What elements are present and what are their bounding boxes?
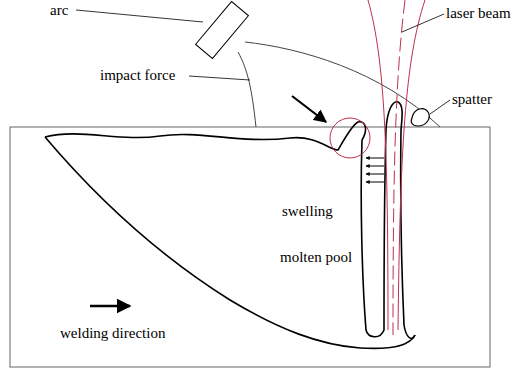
arc-plume-edge (238, 52, 256, 127)
welding-direction-label: welding direction (60, 326, 165, 341)
spatter-label: spatter (452, 92, 492, 107)
workpiece-plate (10, 127, 490, 367)
laser-beam-axis (393, 0, 405, 335)
laser-beam-edge (398, 0, 425, 330)
molten-pool-surface (45, 122, 365, 150)
laser-beam-edge (368, 0, 388, 330)
laser-beam-label: laser beam (446, 6, 511, 21)
impact-force-arrow (292, 96, 326, 122)
molten-pool-label: molten pool (280, 250, 352, 265)
swelling-marker (330, 118, 370, 158)
pressure-arrows (366, 158, 384, 182)
welding-direction-arrow (90, 305, 130, 308)
swelling-label: swelling (282, 204, 333, 219)
molten-pool-bottom (45, 137, 415, 348)
leader-lines (76, 10, 450, 114)
arc-label: arc (50, 3, 68, 18)
arc-plume-top (245, 42, 440, 127)
arc-torch (196, 1, 249, 58)
spatter-droplet (411, 109, 429, 126)
impact-force-label: impact force (100, 68, 175, 83)
